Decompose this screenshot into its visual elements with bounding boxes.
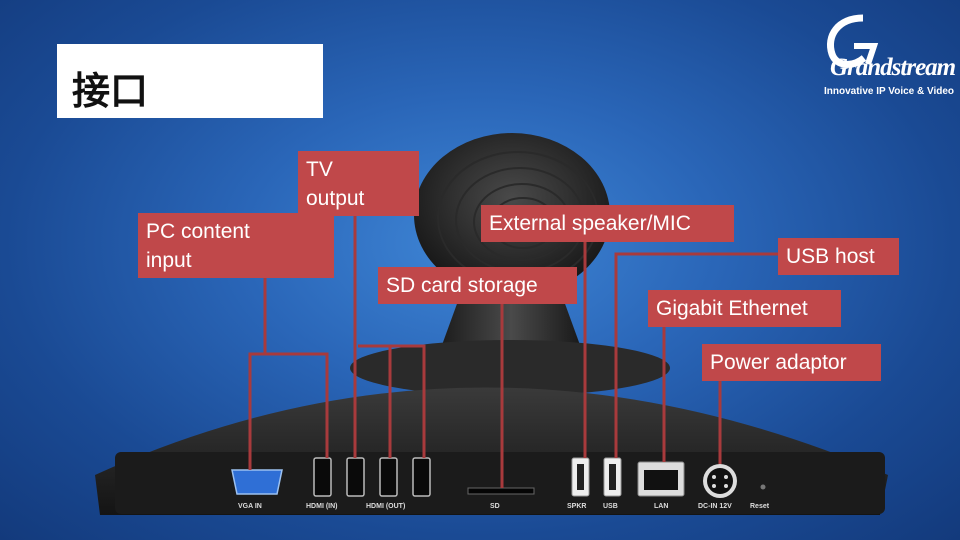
usb-text: USB <box>603 503 618 510</box>
label-gigabit-ethernet: Gigabit Ethernet <box>648 290 841 327</box>
connector-lines <box>248 212 780 488</box>
label-sd-card-storage: SD card storage <box>378 267 577 304</box>
sd-text: SD <box>490 503 500 510</box>
lan-text: LAN <box>654 503 669 510</box>
label-usb-host: USB host <box>778 238 899 275</box>
reset-button-icon <box>760 484 766 490</box>
logo-tagline: Innovative IP Voice & Video <box>824 86 955 97</box>
title-box: 接口 <box>57 44 323 118</box>
camera-base <box>350 340 670 396</box>
port-panel <box>115 452 885 514</box>
logo-g-mark-icon <box>827 14 879 68</box>
label-tv-output: TV output <box>298 151 419 216</box>
label-pc-content-input: PC content input <box>138 213 334 278</box>
spkr-text: SPKR <box>567 503 587 510</box>
vga-port-icon <box>231 469 283 495</box>
hdmi-in-text: HDMI (IN) <box>306 503 338 510</box>
grandstream-logo: Grandstream Innovative IP Voice & Video <box>818 14 956 100</box>
hdmi-out-text: HDMI (OUT) <box>366 503 406 510</box>
logo-brand: Grandstream <box>830 54 956 81</box>
vga-in-text: VGA IN <box>238 503 262 510</box>
reset-text: Reset <box>750 503 770 510</box>
label-power-adaptor: Power adaptor <box>702 344 881 381</box>
hdmi-in-port-icon <box>313 457 332 497</box>
sd-slot-icon <box>467 487 535 495</box>
label-external-speaker-mic: External speaker/MIC <box>481 205 734 242</box>
hdmi-out-port-2-icon <box>379 457 398 497</box>
hdmi-out-port-3-icon <box>412 457 431 497</box>
page-title: 接口 <box>72 69 149 113</box>
dc-in-text: DC-IN 12V <box>698 503 732 510</box>
hdmi-out-port-1-icon <box>346 457 365 497</box>
